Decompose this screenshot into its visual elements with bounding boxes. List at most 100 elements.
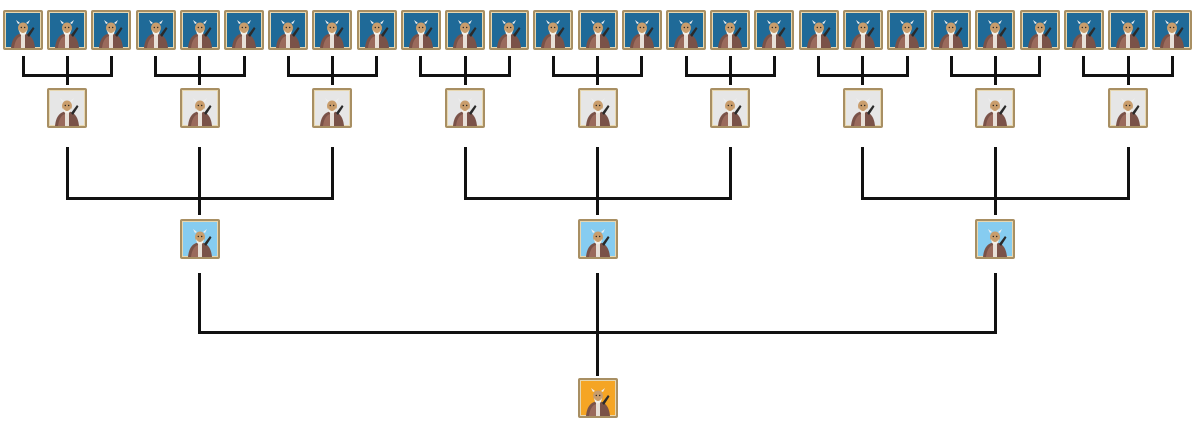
connector-line [993,56,997,77]
connector-line [551,56,555,77]
unit-node-tier-1-7[interactable] [268,10,309,50]
unit-node-tier-1-10[interactable] [400,10,441,50]
horned-warrior-portrait-icon [585,98,610,126]
unit-node-tier-1-2[interactable] [47,10,88,50]
horned-warrior-portrait-icon [939,20,964,48]
unit-node-tier-1-23[interactable] [975,10,1016,50]
horned-warrior-portrait-icon [364,20,389,48]
unit-node-tier-1-14[interactable] [577,10,618,50]
unit-node-tier-1-13[interactable] [533,10,574,50]
connector-line [21,56,25,77]
horned-warrior-portrait-icon [983,98,1008,126]
unit-node-tier-1-15[interactable] [621,10,662,50]
connector-line [154,56,158,77]
connector-line [861,147,865,200]
unit-node-tier-2-5[interactable] [577,88,618,128]
unit-node-tier-1-6[interactable] [224,10,264,50]
unit-node-tier-1-19[interactable] [798,10,839,50]
unit-node-tier-3-2[interactable] [577,219,618,259]
unit-node-tier-3-1[interactable] [179,219,220,259]
connector-line [463,147,467,200]
unit-node-tier-2-9[interactable] [1108,88,1148,128]
horned-warrior-portrait-icon [585,20,610,48]
connector-line [596,197,600,215]
unit-node-tier-2-6[interactable] [710,88,751,128]
connector-line [375,56,379,77]
horned-warrior-portrait-icon [983,20,1008,48]
connector-line [198,273,202,334]
connector-line [65,74,69,85]
horned-warrior-portrait-icon [850,20,875,48]
horned-warrior-portrait-icon [1116,98,1140,126]
unit-node-tier-1-1[interactable] [3,10,43,50]
horned-warrior-portrait-icon [983,229,1008,257]
unit-node-tier-2-7[interactable] [842,88,883,128]
connector-line [330,74,334,85]
connector-line [330,56,334,77]
connector-line [772,56,776,77]
connector-line [1126,147,1130,200]
connector-line [993,147,997,200]
horned-warrior-portrait-icon [187,20,212,48]
connector-line [993,197,997,215]
horned-warrior-portrait-icon [99,20,124,48]
unit-node-tier-3-3[interactable] [975,219,1016,259]
unit-node-tier-1-20[interactable] [842,10,883,50]
connector-line [198,147,202,200]
unit-node-tier-1-9[interactable] [356,10,397,50]
unit-node-tier-1-26[interactable] [1108,10,1148,50]
connector-line [905,56,909,77]
connector-line [993,273,997,334]
connector-line [463,74,467,85]
connector-line [1170,56,1174,77]
unit-node-tier-1-11[interactable] [445,10,485,50]
connector-line [1126,56,1130,77]
horned-warrior-portrait-icon [187,229,212,257]
unit-node-tier-1-16[interactable] [666,10,706,50]
connector-line [596,147,600,200]
horned-warrior-portrait-icon [629,20,654,48]
horned-warrior-portrait-icon [585,388,610,416]
unit-node-tier-1-17[interactable] [710,10,751,50]
connector-line [640,56,644,77]
horned-warrior-portrait-icon [585,229,610,257]
unit-node-tier-4-1[interactable] [577,378,618,418]
horned-warrior-portrait-icon [320,20,345,48]
unit-node-tier-1-27[interactable] [1152,10,1193,50]
connector-line [596,331,600,376]
unit-node-tier-1-24[interactable] [1019,10,1060,50]
unit-node-tier-2-1[interactable] [47,88,88,128]
horned-warrior-portrait-icon [895,20,919,48]
connector-line [861,56,865,77]
horned-warrior-portrait-icon [1116,20,1140,48]
unit-node-tier-1-4[interactable] [135,10,176,50]
connector-line [65,56,69,77]
unit-node-tier-1-8[interactable] [312,10,353,50]
unit-node-tier-1-18[interactable] [754,10,795,50]
connector-line [728,74,732,85]
unit-node-tier-1-25[interactable] [1063,10,1104,50]
horned-warrior-portrait-icon [541,20,566,48]
horned-warrior-portrait-icon [11,20,35,48]
connector-line [684,56,688,77]
connector-line [65,147,69,200]
connector-line [286,56,290,77]
connector-line [198,197,202,215]
unit-node-tier-1-12[interactable] [489,10,530,50]
unit-node-tier-2-2[interactable] [179,88,220,128]
unit-node-tier-2-4[interactable] [445,88,485,128]
horned-warrior-portrait-icon [55,20,80,48]
connector-line [1126,74,1130,85]
connector-line [596,273,600,334]
unit-node-tier-2-3[interactable] [312,88,353,128]
unit-node-tier-1-5[interactable] [179,10,220,50]
unit-node-tier-1-21[interactable] [887,10,927,50]
connector-line [1082,56,1086,77]
connector-line [817,56,821,77]
horned-warrior-portrait-icon [806,20,831,48]
connector-line [728,147,732,200]
horned-warrior-portrait-icon [718,98,743,126]
unit-node-tier-1-3[interactable] [91,10,132,50]
unit-node-tier-1-22[interactable] [931,10,972,50]
unit-node-tier-2-8[interactable] [975,88,1016,128]
